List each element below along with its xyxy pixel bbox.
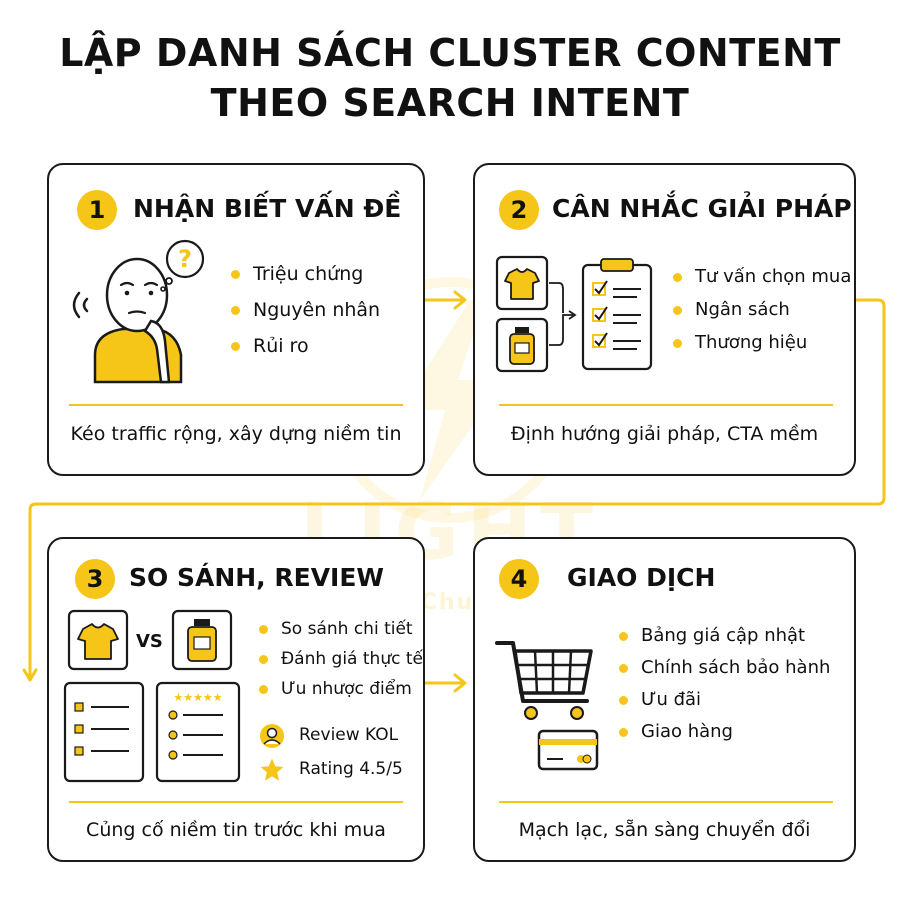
card-divider	[69, 404, 403, 406]
confused-person-icon: ?	[72, 239, 205, 384]
step-card-1: 1 NHẬN BIẾT VẤN ĐỀ ? Triệu chứng Nguyên …	[47, 163, 425, 476]
list-item: Đánh giá thực tế	[257, 649, 423, 669]
list-item: Giao hàng	[617, 721, 830, 742]
step-summary: Kéo traffic rộng, xây dựng niềm tin	[70, 423, 402, 445]
list-item: Bảng giá cập nhật	[617, 625, 830, 646]
svg-text:★★★★★: ★★★★★	[173, 691, 222, 704]
svg-text:?: ?	[178, 245, 192, 273]
step-title: NHẬN BIẾT VẤN ĐỀ	[133, 194, 402, 223]
step-bullet-list: So sánh chi tiết Đánh giá thực tế Ưu như…	[257, 619, 423, 699]
step-summary: Định hướng giải pháp, CTA mềm	[510, 423, 819, 445]
list-item: Tư vấn chọn mua	[671, 266, 851, 287]
list-item: Triệu chứng	[229, 263, 380, 285]
review-kol-label: Review KOL	[299, 725, 399, 745]
step-title: SO SÁNH, REVIEW	[129, 563, 384, 592]
card-divider	[499, 404, 833, 406]
list-item: Chính sách bảo hành	[617, 657, 830, 678]
step-card-4: 4 GIAO DỊCH Bảng giá cập nhật Chính sách…	[473, 537, 856, 862]
list-item: Nguyên nhân	[229, 299, 380, 321]
step-summary: Mạch lạc, sẵn sàng chuyển đổi	[518, 819, 811, 841]
vs-label: VS	[136, 631, 163, 652]
step-number-badge: 4	[499, 559, 539, 599]
star-icon	[260, 758, 284, 781]
list-item: Rủi ro	[229, 335, 380, 357]
compare-products-icon: ★★★★★	[63, 609, 241, 783]
list-item: Thương hiệu	[671, 332, 851, 353]
step-title: GIAO DỊCH	[567, 563, 716, 592]
title-line-2: THEO SEARCH INTENT	[210, 81, 690, 125]
list-item: Ưu đãi	[617, 689, 830, 710]
shopping-cart-icon	[495, 641, 599, 771]
step-summary: Củng cố niềm tin trước khi mua	[86, 819, 386, 841]
card-divider	[499, 801, 833, 803]
step-card-2: 2 CÂN NHẮC GIẢI PHÁP Tư vấn chọn mua Ngâ…	[473, 163, 856, 476]
list-item: Ngân sách	[671, 299, 851, 320]
step-number-badge: 3	[75, 559, 115, 599]
step-title: CÂN NHẮC GIẢI PHÁP	[552, 194, 852, 223]
step-card-3: 3 SO SÁNH, REVIEW ★★★★★ VS So sánh chi t…	[47, 537, 425, 862]
page-title: LẬP DANH SÁCH CLUSTER CONTENT THEO SEARC…	[0, 28, 900, 128]
title-line-1: LẬP DANH SÁCH CLUSTER CONTENT	[59, 31, 841, 75]
step-bullet-list: Triệu chứng Nguyên nhân Rủi ro	[229, 263, 380, 357]
list-item: So sánh chi tiết	[257, 619, 423, 639]
card-divider	[69, 801, 403, 803]
step-number-badge: 1	[77, 190, 117, 230]
list-item: Ưu nhược điểm	[257, 679, 423, 699]
step-number-badge: 2	[499, 190, 539, 230]
step-bullet-list: Bảng giá cập nhật Chính sách bảo hành Ưu…	[617, 625, 830, 742]
user-icon	[260, 724, 284, 748]
rating-label: Rating 4.5/5	[299, 759, 403, 779]
step-bullet-list: Tư vấn chọn mua Ngân sách Thương hiệu	[671, 266, 851, 353]
product-checklist-icon	[495, 255, 653, 373]
